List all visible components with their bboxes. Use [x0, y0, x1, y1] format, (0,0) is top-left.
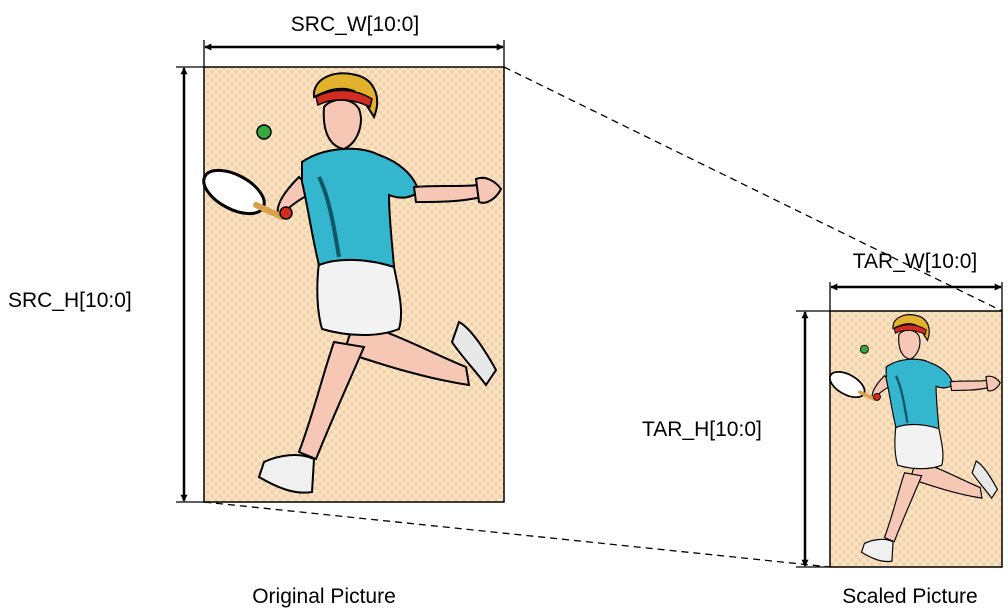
scaled-picture	[824, 310, 1003, 568]
original-caption: Original Picture	[252, 585, 396, 608]
src-width-label: SRC_W[10:0]	[291, 13, 419, 36]
projection-line-bottom	[203, 501, 831, 568]
tar-width-label: TAR_W[10:0]	[853, 250, 977, 273]
scaled-caption: Scaled Picture	[842, 585, 977, 608]
tar-height-label: TAR_H[10:0]	[642, 418, 762, 441]
projection-line-top	[503, 66, 1003, 312]
src-height-label: SRC_H[10:0]	[8, 289, 132, 312]
original-picture	[197, 66, 505, 503]
